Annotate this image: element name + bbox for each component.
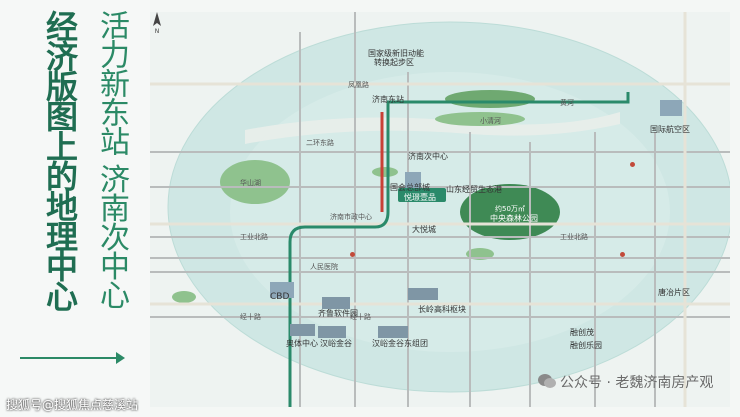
building-guolian	[405, 172, 421, 188]
building-aoti	[290, 324, 315, 336]
label-shandong-expo: 山东经贸生态港	[446, 185, 502, 194]
building-changling	[408, 288, 438, 300]
label-dayue: 大悦城	[412, 225, 436, 234]
label-airport: 国际航空区	[650, 125, 690, 134]
label-guolian-center: 国会总部城	[390, 183, 430, 192]
building-hanyu-east	[378, 326, 408, 338]
project-box	[398, 188, 446, 202]
river-band	[245, 112, 620, 144]
label-jinan-sub-center: 济南次中心	[408, 152, 448, 161]
label-rongchuang-park: 融创乐园	[570, 341, 602, 350]
park-north	[445, 90, 535, 108]
map-canvas: N 国家级新旧动能 转换起步区 济南东站 济南次中心 国会总部城 悦璟壹品 山东…	[150, 12, 730, 407]
poi-marker-icon	[620, 252, 625, 257]
park-left-small	[172, 291, 196, 303]
label-huashan: 华山湖	[240, 179, 261, 187]
label-rongchuang-mao: 融创茂	[570, 328, 594, 337]
label-huanghe: 黄河	[560, 99, 574, 107]
label-national-zone: 国家级新旧动能	[368, 49, 424, 58]
label-national-zone-2: 转换起步区	[374, 58, 414, 67]
title-panel: 经济版图上的地理中心 活力新东站 济南次中心	[0, 0, 150, 417]
poi-marker-icon	[350, 252, 355, 257]
label-forest-park: 中央森林公园	[490, 214, 538, 223]
label-erhuan: 二环东路	[306, 139, 334, 147]
label-forest-area: 约50万㎡	[495, 205, 525, 213]
park-mid	[435, 112, 525, 126]
label-changling: 长岭高科枢块	[418, 305, 466, 314]
label-hospital: 人民医院	[310, 263, 338, 271]
building-airport	[660, 100, 682, 116]
compass-icon: N	[153, 12, 161, 34]
poi-marker-icon	[630, 162, 635, 167]
bottom-credit: 搜狐号@搜狐焦点慈溪站	[6, 398, 139, 412]
wechat-icon	[538, 374, 556, 388]
label-xiaoqinghe: 小清河	[480, 117, 501, 125]
label-gongye-road-2: 工业北路	[560, 233, 588, 241]
park-forest	[460, 184, 560, 240]
label-gongye-road: 工业北路	[240, 233, 268, 241]
label-hanyu-east: 汉峪金谷东组团	[372, 339, 428, 348]
watermark-text: 公众号 · 老魏济南房产观	[560, 375, 714, 391]
main-title: 经济版图上的地理中心	[41, 10, 79, 310]
label-jinan-east-station: 济南东站	[372, 95, 404, 104]
label-jingshi-road-2: 经十路	[350, 313, 371, 321]
map-graphics	[150, 12, 730, 407]
label-city-center: 济南市政中心	[330, 213, 372, 221]
park-small-1	[372, 167, 398, 177]
label-cbd: CBD	[270, 292, 290, 302]
label-tangye: 唐冶片区	[658, 288, 690, 297]
label-jingshi-road: 经十路	[240, 313, 261, 321]
building-cbd	[270, 282, 294, 298]
building-qilu	[322, 297, 350, 309]
label-hanyu: 汉峪金谷	[320, 339, 352, 348]
label-fengshou: 凤凰路	[348, 81, 369, 89]
label-aoti: 奥体中心	[286, 339, 318, 348]
inner-glow	[230, 72, 670, 352]
arrow-right-icon	[116, 352, 125, 364]
sub-title: 活力新东站 济南次中心	[94, 10, 129, 309]
metro-line-green	[288, 92, 630, 407]
highway-lines	[150, 12, 730, 407]
building-hanyu	[318, 326, 346, 338]
svg-text:N: N	[155, 28, 160, 34]
label-qilu: 齐鲁软件园	[318, 309, 358, 318]
park-huashan	[220, 160, 290, 204]
label-project: 悦璟壹品	[404, 193, 436, 202]
road-lines	[150, 12, 730, 407]
arrow-line	[20, 357, 120, 359]
